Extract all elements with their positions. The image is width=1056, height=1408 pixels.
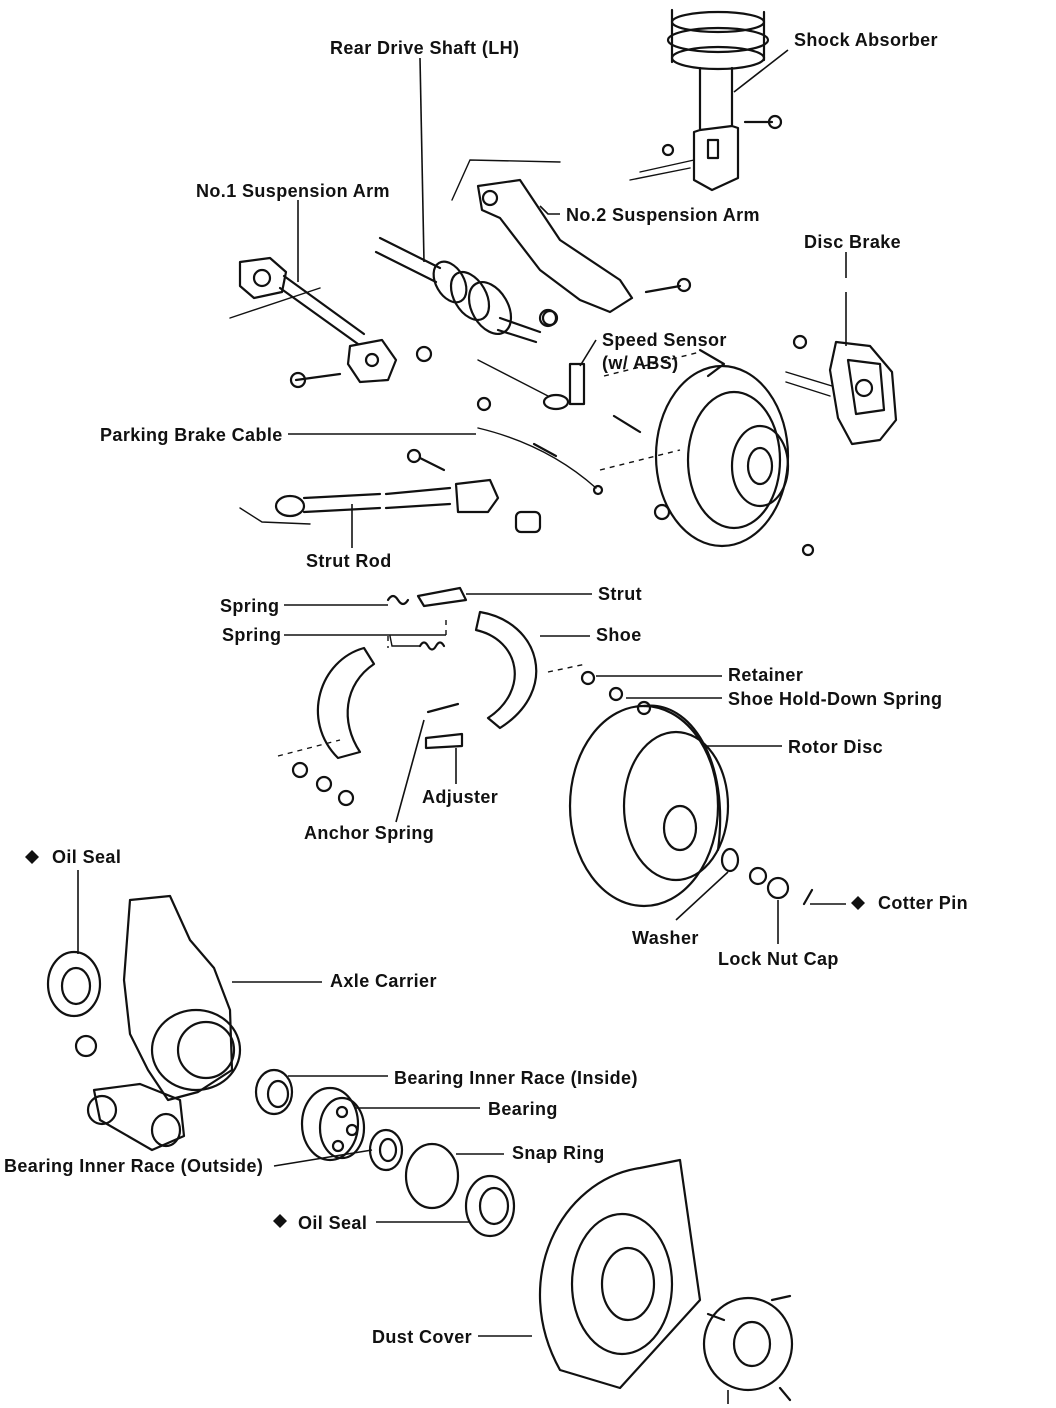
label-spring-1: Spring [220, 596, 279, 616]
label-adjuster: Adjuster [422, 787, 498, 807]
label-cotter-pin: Cotter Pin [878, 893, 968, 913]
speed-sensor-drawing [476, 359, 642, 434]
label-shock-absorber: Shock Absorber [794, 30, 938, 50]
no1-suspension-arm-drawing [229, 256, 433, 389]
dust-cover-drawing [538, 1158, 794, 1402]
parking-brake-strut-drawing [386, 586, 468, 651]
assembly-dashed-lines [277, 351, 701, 757]
label-no2-suspension-arm: No.2 Suspension Arm [566, 205, 760, 225]
label-speed-sensor: Speed Sensor [602, 330, 727, 350]
label-bearing-inner-race-inside: Bearing Inner Race (Inside) [394, 1068, 638, 1088]
label-rotor-disc: Rotor Disc [788, 737, 883, 757]
label-shoe-hold-down-spring: Shoe Hold-Down Spring [728, 689, 942, 709]
label-retainer: Retainer [728, 665, 803, 685]
leader-lines [77, 49, 847, 1404]
label-axle-carrier: Axle Carrier [330, 971, 437, 991]
label-washer: Washer [632, 928, 699, 948]
oil-seal-top-drawing [46, 950, 102, 1018]
label-rear-drive-shaft: Rear Drive Shaft (LH) [330, 38, 519, 58]
label-oil-seal-top: Oil Seal [52, 847, 121, 867]
label-bearing-inner-race-outside: Bearing Inner Race (Outside) [4, 1156, 263, 1176]
diamond-icon [273, 1214, 287, 1228]
diamond-icon [851, 896, 865, 910]
brake-shoes-drawing [316, 610, 538, 760]
label-strut: Strut [598, 584, 642, 604]
bearing-stack-drawing [254, 1068, 516, 1238]
label-anchor-spring: Anchor Spring [304, 823, 434, 843]
label-spring-2: Spring [222, 625, 281, 645]
label-lock-nut-cap: Lock Nut Cap [718, 949, 839, 969]
label-parking-brake-cable: Parking Brake Cable [100, 425, 283, 445]
hub-nut-hardware-drawing [720, 847, 814, 906]
diamond-icon [25, 850, 39, 864]
label-snap-ring: Snap Ring [512, 1143, 605, 1163]
label-strut-rod: Strut Rod [306, 551, 392, 571]
shock-absorber-drawing [629, 8, 783, 192]
label-speed-sensor-abs: (w/ ABS) [602, 353, 679, 373]
disc-brake-drawing [785, 334, 898, 446]
label-bearing: Bearing [488, 1099, 558, 1119]
backing-plate-drawing [653, 348, 815, 557]
rotor-disc-drawing [568, 670, 730, 908]
shoe-hardware-left-drawing [291, 761, 355, 807]
axle-carrier-drawing [74, 894, 242, 1152]
parking-brake-cable-drawing [406, 427, 604, 496]
no2-suspension-arm-drawing [451, 159, 692, 327]
label-oil-seal-bottom: Oil Seal [298, 1213, 367, 1233]
strut-rod-drawing [239, 478, 542, 534]
label-no1-suspension-arm: No.1 Suspension Arm [196, 181, 390, 201]
label-shoe: Shoe [596, 625, 642, 645]
label-dust-cover: Dust Cover [372, 1327, 472, 1347]
label-disc-brake: Disc Brake [804, 232, 901, 252]
rear-drive-shaft-drawing [374, 236, 558, 344]
